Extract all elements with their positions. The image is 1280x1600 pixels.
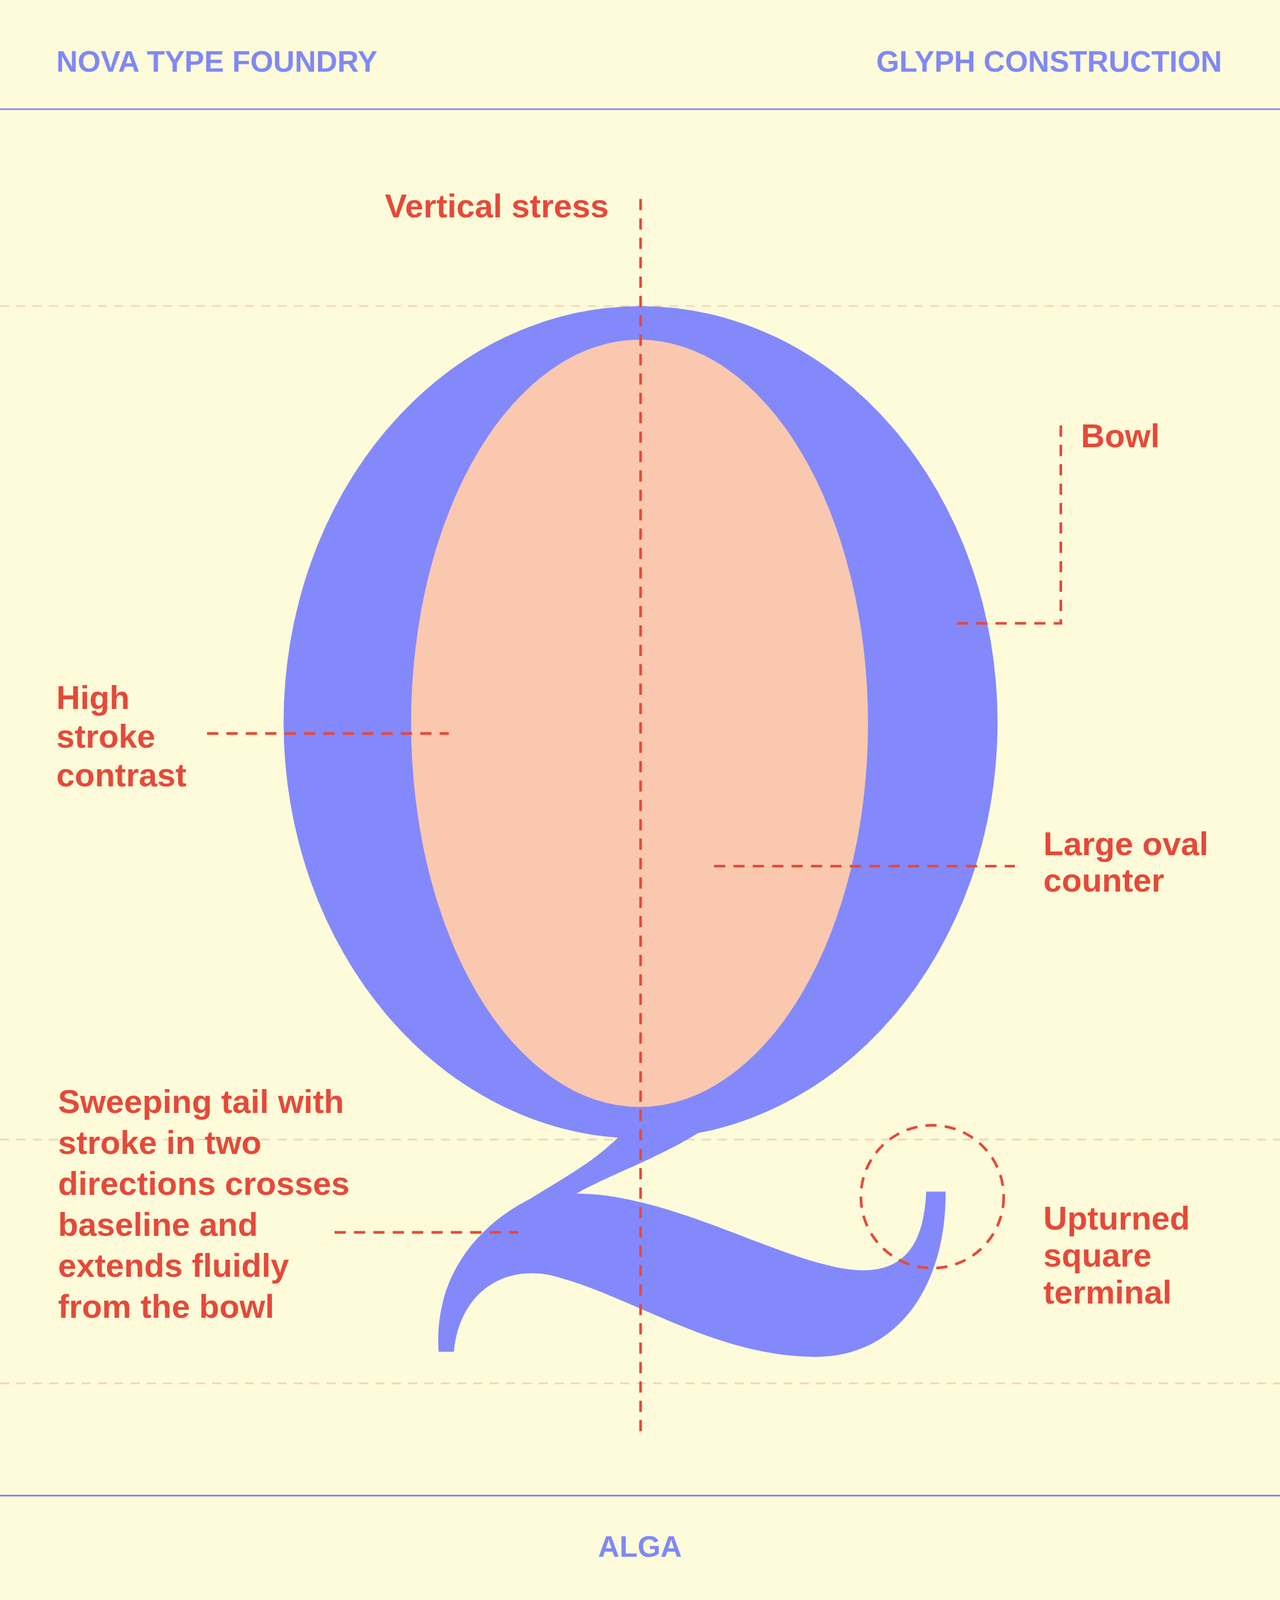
sheet-title: GLYPH CONSTRUCTION	[876, 44, 1222, 79]
glyph-tail	[438, 1121, 946, 1357]
header-rule	[0, 108, 1280, 110]
part-label: High stroke contrast	[56, 678, 222, 795]
part-label: Bowl	[1080, 416, 1160, 456]
terminal-highlight	[860, 1125, 1004, 1269]
foundry-name: NOVA TYPE FOUNDRY	[56, 44, 378, 79]
leader-line	[713, 864, 1015, 868]
leader-line	[334, 1231, 519, 1234]
part-label: Vertical stress	[385, 186, 609, 226]
footer-rule	[0, 1494, 1280, 1497]
part-label: Upturned square terminal	[1043, 1199, 1215, 1311]
typeface-name: ALGA	[0, 1529, 1280, 1564]
part-label: Sweeping tail with stroke in two directi…	[58, 1080, 361, 1327]
stress-axis	[639, 199, 643, 1437]
bowl-bracket	[956, 421, 1061, 624]
part-label: Large oval counter	[1043, 825, 1249, 899]
leader-line	[207, 732, 449, 736]
